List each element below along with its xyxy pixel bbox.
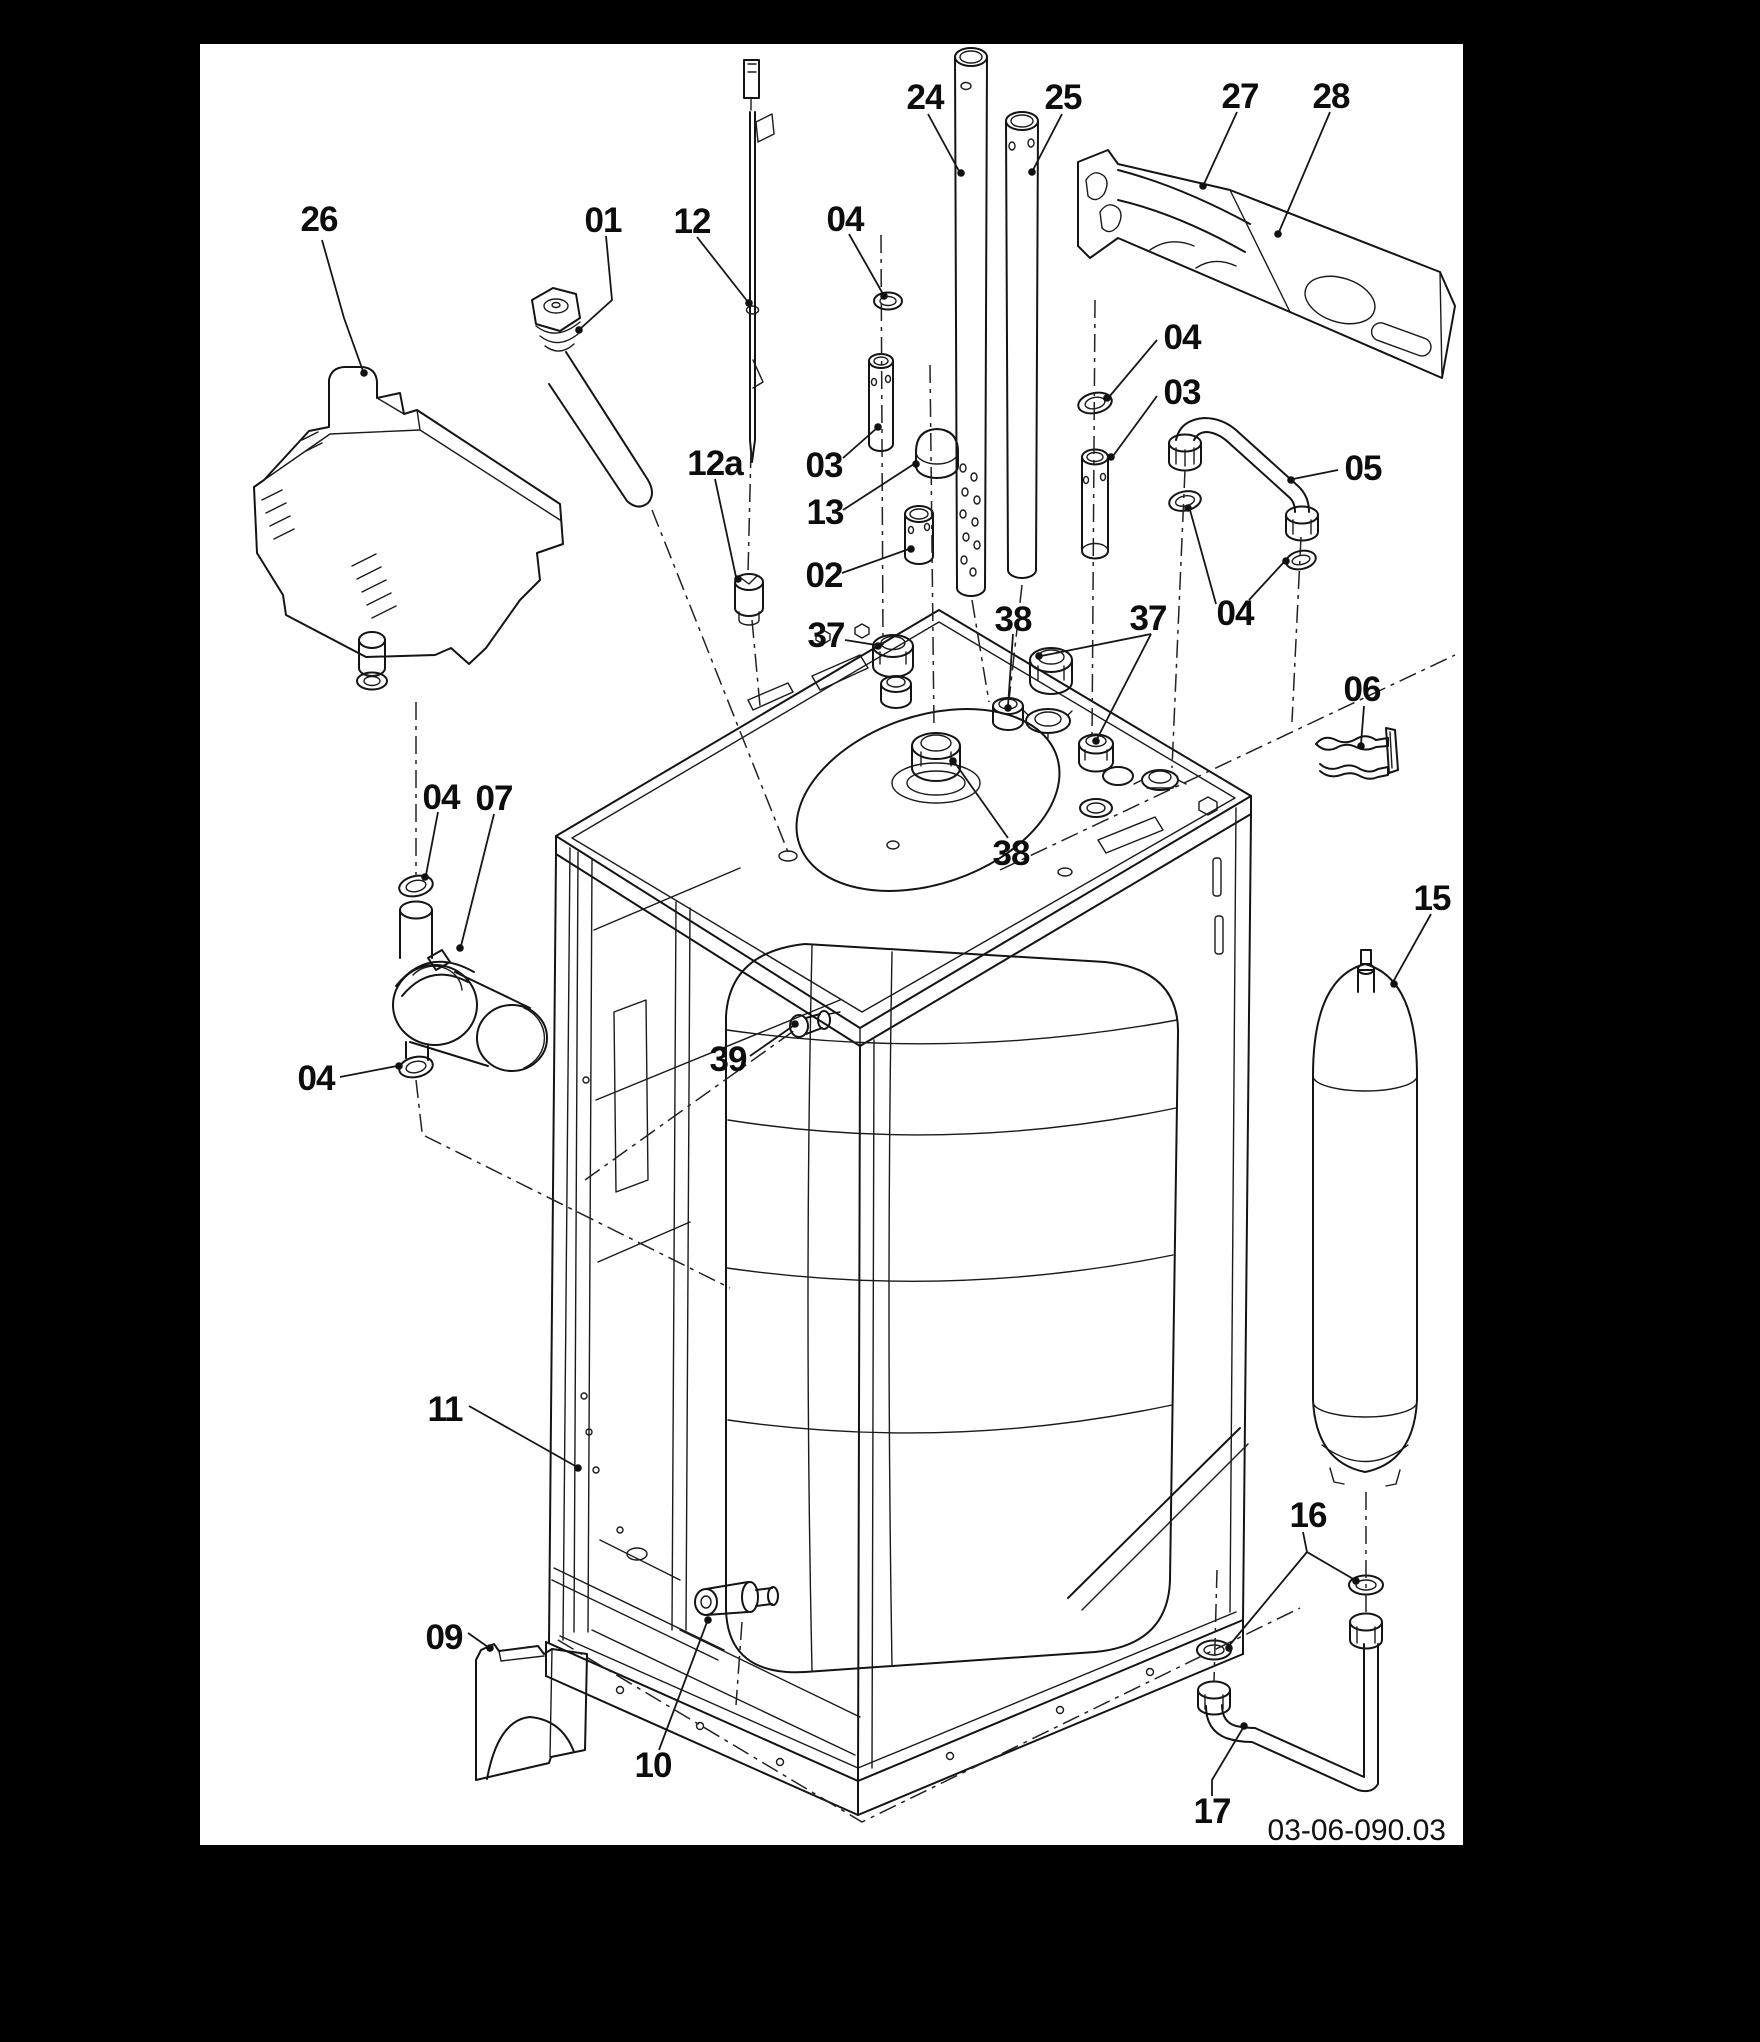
castellated-flange: [1023, 708, 1073, 739]
center-lines: [415, 234, 1456, 1823]
callout-10: 10: [635, 1746, 672, 1785]
insert-12a: [734, 573, 764, 626]
union-nut-37-right: [1078, 733, 1114, 773]
o-ring-04-pump-bottom: [398, 1055, 434, 1079]
anode-rod-01: [531, 287, 653, 508]
callout-38-top: 38: [995, 600, 1032, 639]
callout-12a: 12a: [687, 444, 744, 483]
base-frame: [545, 1611, 1244, 1816]
callout-05: 05: [1345, 449, 1382, 488]
bridge-pipe-05: [1168, 417, 1319, 542]
callout-04-mid: 04: [1217, 594, 1255, 633]
side-outlet-fitting: [1133, 769, 1187, 791]
dip-tube-03-left: [868, 353, 894, 452]
expansion-vessel-15: [1312, 949, 1418, 1487]
callout-04-pump: 04: [423, 778, 461, 817]
callout-04-top: 04: [827, 200, 865, 239]
callout-28: 28: [1313, 77, 1350, 116]
pipe-nut-17-right: [1349, 1612, 1383, 1650]
drawing-number: 03-06-090.03: [1268, 1814, 1446, 1847]
inner-tank: [725, 943, 1180, 1674]
handle-bracket-27-28: [1077, 149, 1456, 379]
callout-37-right: 37: [1130, 599, 1167, 638]
callout-39: 39: [710, 1040, 747, 1079]
nut-small-left: [880, 675, 912, 709]
sensor-probe-12: [743, 59, 775, 463]
pump-07: [392, 900, 548, 1072]
cap-button: [1102, 766, 1134, 786]
o-ring-04-pump-top: [398, 874, 434, 898]
foam-block-09: [475, 1643, 588, 1781]
callout-26: 26: [301, 200, 338, 239]
callout-06: 06: [1344, 670, 1381, 709]
retaining-clip-06: [1315, 727, 1399, 780]
callout-16: 16: [1290, 1496, 1327, 1535]
callout-37-left: 37: [808, 616, 845, 655]
callout-04-low: 04: [298, 1059, 336, 1098]
long-tube-25: [1005, 111, 1039, 579]
callout-15: 15: [1414, 879, 1451, 918]
leader-lines: [321, 111, 1432, 1796]
washer-04-top: [873, 291, 903, 311]
callout-07: 07: [476, 779, 513, 818]
elbow-fitting-39: [789, 1010, 841, 1038]
callout-17: 17: [1194, 1792, 1231, 1831]
callout-27: 27: [1222, 77, 1259, 116]
callout-25: 25: [1045, 78, 1082, 117]
union-nut-38-right: [1029, 647, 1073, 695]
callout-11: 11: [428, 1390, 464, 1429]
callout-12: 12: [674, 202, 711, 241]
callout-02: 02: [806, 556, 843, 595]
callout-13: 13: [807, 493, 844, 532]
callout-03-right: 03: [1164, 373, 1201, 412]
callout-24: 24: [907, 78, 945, 117]
drain-valve-10: [694, 1581, 779, 1616]
chassis-frame: [548, 609, 1252, 1782]
hex-bolt-icon: [1198, 796, 1218, 816]
callout-09: 09: [426, 1618, 463, 1657]
callout-04-right: 04: [1164, 318, 1202, 357]
paper-page: [200, 44, 1463, 1845]
callout-01: 01: [585, 201, 622, 240]
callout-38-bottom: 38: [993, 834, 1030, 873]
long-tube-24: [954, 47, 988, 597]
cover-panel-26: [253, 366, 564, 691]
leader-38-bottom: [954, 762, 1009, 839]
tube-02: [904, 505, 934, 565]
callout-03-left: 03: [806, 446, 843, 485]
outlet-pipe-17: [1205, 1643, 1379, 1793]
